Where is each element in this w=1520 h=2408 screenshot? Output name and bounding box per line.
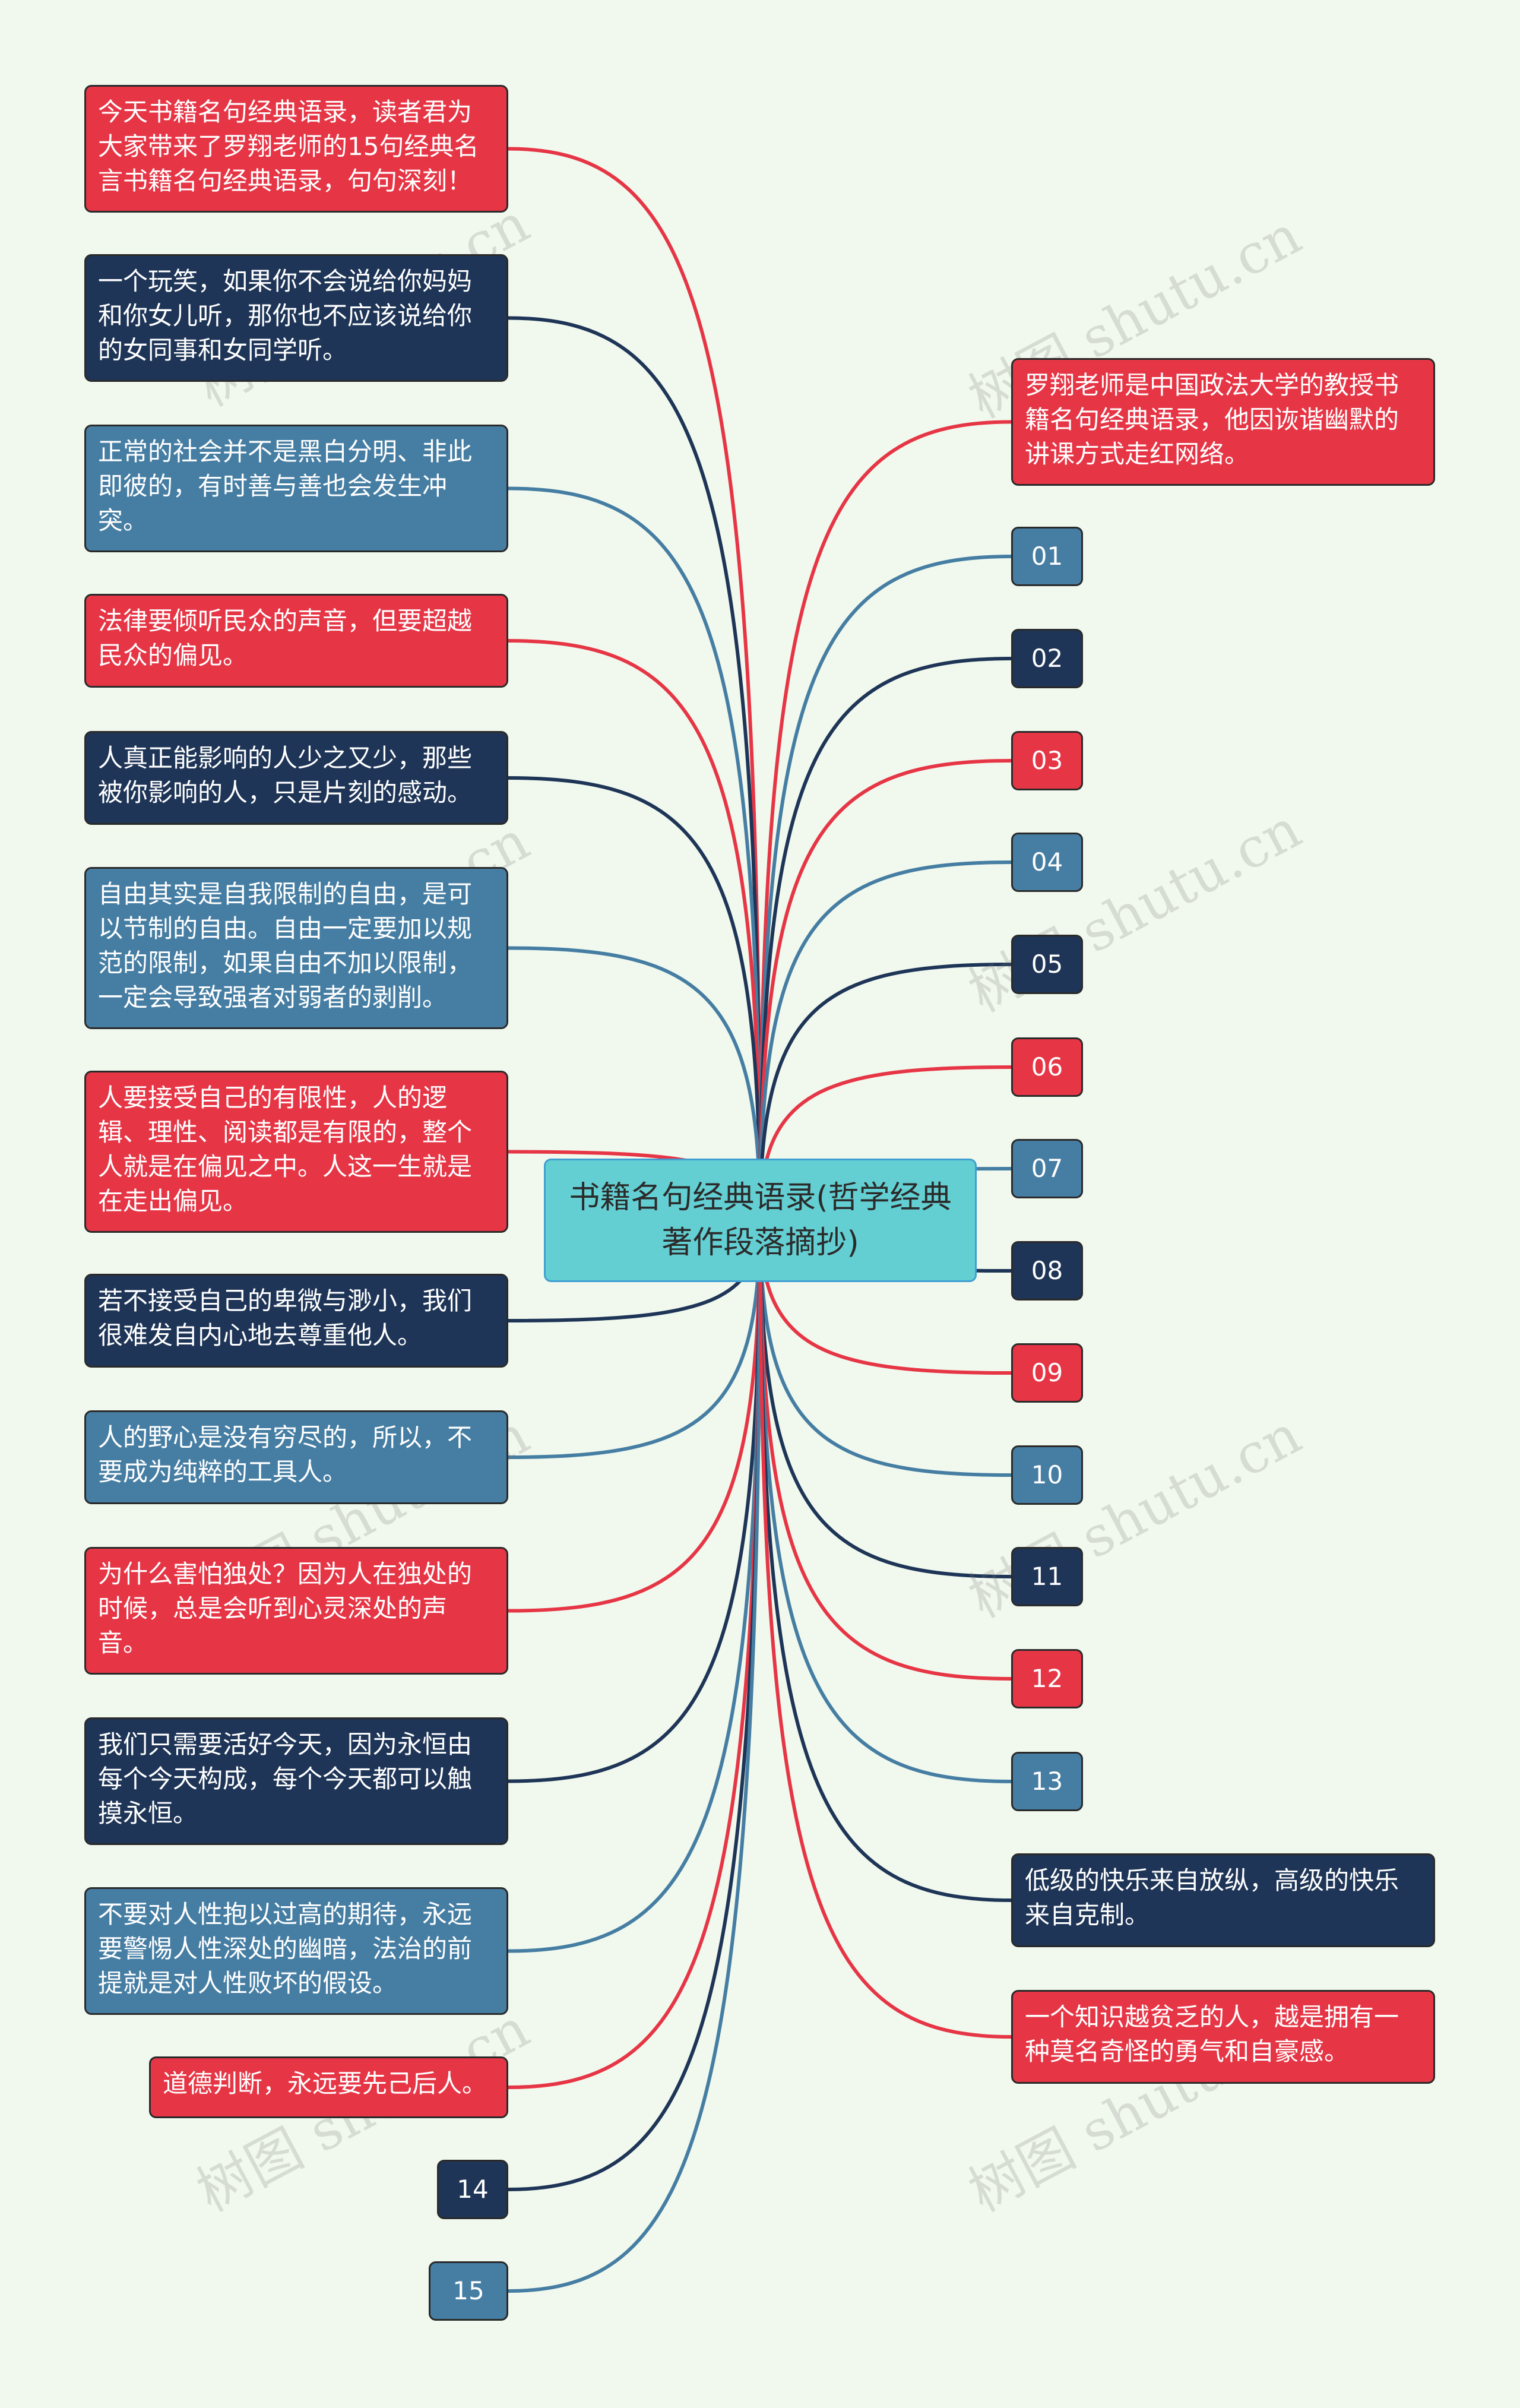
central-topic[interactable]: 书籍名句经典语录(哲学经典著作段落摘抄) [544,1159,977,1282]
right-node-6[interactable]: 05 [1011,935,1083,994]
watermark: 树图 shutu.cn [958,1402,1312,1631]
left-connector [508,1220,762,2089]
right-connector [758,657,1012,1221]
left-connector [508,486,762,1221]
left-node-7[interactable]: 人要接受自己的有限性，人的逻辑、理性、阅读都是有限的，整个人就是在偏见之中。人这… [84,1071,508,1233]
right-node-16[interactable]: 一个知识越贫乏的人，越是拥有一种莫名奇怪的勇气和自豪感。 [1011,1990,1435,2084]
left-connector [508,1220,762,1953]
left-node-11[interactable]: 我们只需要活好今天，因为永恒由每个今天构成，每个今天都可以触摸永恒。 [84,1717,508,1845]
left-node-3[interactable]: 正常的社会并不是黑白分明、非此即彼的，有时善与善也会发生冲突。 [84,425,508,552]
right-node-2[interactable]: 01 [1011,527,1083,586]
right-node-4[interactable]: 03 [1011,731,1083,790]
watermark: 树图 shutu.cn [958,796,1312,1025]
right-node-3[interactable]: 02 [1011,629,1083,688]
left-connector [508,147,762,1221]
left-connector [508,776,762,1221]
right-node-13[interactable]: 12 [1011,1649,1083,1708]
right-connector [758,1220,1012,2039]
left-connector [508,1220,762,1783]
left-node-15[interactable]: 15 [429,2261,508,2321]
right-node-10[interactable]: 09 [1011,1343,1083,1403]
right-node-11[interactable]: 10 [1011,1445,1083,1505]
left-node-4[interactable]: 法律要倾听民众的声音，但要超越民众的偏见。 [84,594,508,688]
left-connector [508,1220,762,2293]
left-node-1[interactable]: 今天书籍名句经典语录，读者君为大家带来了罗翔老师的15句经典名言书籍名句经典语录… [84,85,508,213]
left-node-9[interactable]: 人的野心是没有穷尽的，所以，不要成为纯粹的工具人。 [84,1410,508,1504]
left-node-14[interactable]: 14 [437,2160,508,2219]
right-connector [758,1220,1012,1783]
left-node-5[interactable]: 人真正能影响的人少之又少，那些被你影响的人，只是片刻的感动。 [84,731,508,825]
left-node-2[interactable]: 一个玩笑，如果你不会说给你妈妈和你女儿听，那你也不应该说给你的女同事和女同学听。 [84,254,508,382]
right-connector [758,1220,1012,1902]
right-node-12[interactable]: 11 [1011,1547,1083,1606]
right-node-1[interactable]: 罗翔老师是中国政法大学的教授书籍名句经典语录，他因诙谐幽默的讲课方式走红网络。 [1011,358,1435,486]
left-node-8[interactable]: 若不接受自己的卑微与渺小，我们很难发自内心地去尊重他人。 [84,1274,508,1368]
right-connector [758,420,1012,1221]
left-node-12[interactable]: 不要对人性抱以过高的期待，永远要警惕人性深处的幽暗，法治的前提就是对人性败坏的假… [84,1887,508,2015]
right-node-5[interactable]: 04 [1011,833,1083,892]
right-node-14[interactable]: 13 [1011,1752,1083,1811]
right-connector [758,759,1012,1221]
left-connector [508,316,762,1221]
right-connector [758,1220,1012,1681]
right-node-9[interactable]: 08 [1011,1241,1083,1300]
left-connector [508,639,762,1221]
left-node-6[interactable]: 自由其实是自我限制的自由，是可以节制的自由。自由一定要加以规范的限制，如果自由不… [84,867,508,1029]
right-connector [758,555,1012,1221]
left-connector [508,1220,762,2191]
left-node-13[interactable]: 道德判断，永远要先己后人。 [149,2056,508,2118]
left-node-10[interactable]: 为什么害怕独处？因为人在独处的时候，总是会听到心灵深处的声音。 [84,1547,508,1675]
right-node-15[interactable]: 低级的快乐来自放纵，高级的快乐来自克制。 [1011,1853,1435,1947]
right-node-7[interactable]: 06 [1011,1037,1083,1097]
right-node-8[interactable]: 07 [1011,1139,1083,1198]
